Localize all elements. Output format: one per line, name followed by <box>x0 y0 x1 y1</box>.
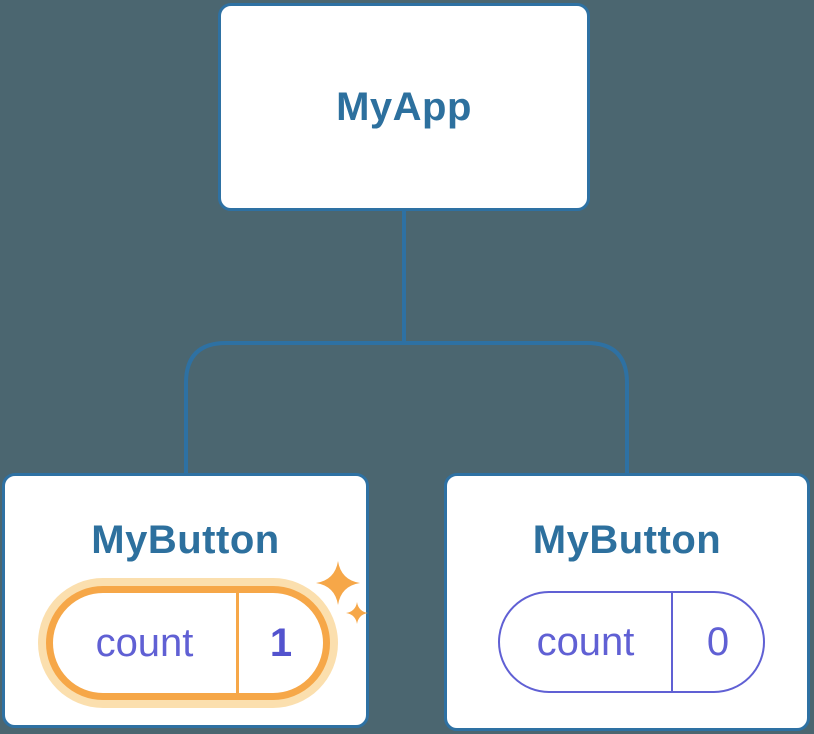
state-pill-highlighted: count 1 <box>46 586 330 700</box>
node-mybutton-plain: MyButton count 0 <box>444 473 810 731</box>
node-myapp-label: MyApp <box>336 84 472 129</box>
sparkles-icon <box>316 561 368 624</box>
state-value: 0 <box>706 619 730 664</box>
node-myapp: MyApp <box>218 3 590 211</box>
node-mybutton-plain-label: MyButton <box>532 518 722 562</box>
state-key-label: count <box>500 593 673 691</box>
state-key-label: count <box>53 593 239 693</box>
state-pill-plain: count 0 <box>498 591 765 693</box>
state-value: 1 <box>269 620 293 665</box>
node-mybutton-updated: MyButton count 1 <box>2 473 369 728</box>
node-mybutton-updated-label: MyButton <box>91 518 280 562</box>
